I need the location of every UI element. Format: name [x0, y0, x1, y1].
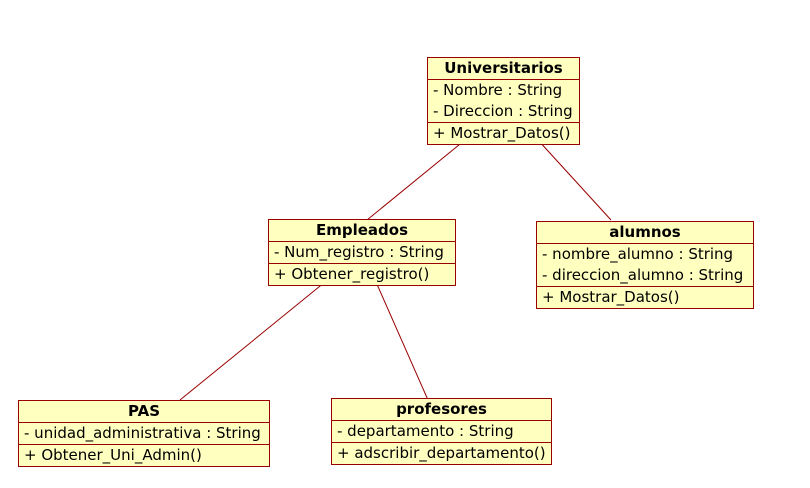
class-name: PAS: [19, 401, 269, 423]
operation: + Mostrar_Datos(): [542, 288, 680, 306]
link-empleados-pas[interactable]: [179, 281, 326, 401]
attributes-compartment: - unidad_administrativa : String: [19, 423, 269, 445]
class-name: profesores: [332, 399, 551, 421]
class-name: Empleados: [269, 220, 455, 242]
link-universitarios-empleados[interactable]: [366, 139, 466, 221]
attribute: - Direccion : String: [433, 102, 573, 120]
operations-compartment: + Obtener_Uni_Admin(): [19, 445, 269, 466]
class-name: Universitarios: [428, 58, 579, 80]
operations-compartment: + Obtener_registro(): [269, 264, 455, 285]
class-profesores[interactable]: profesores - departamento : String + ads…: [331, 398, 552, 465]
attribute: - unidad_administrativa : String: [24, 424, 261, 442]
attributes-compartment: - departamento : String: [332, 421, 551, 443]
operation: + Obtener_Uni_Admin(): [24, 446, 202, 464]
attribute: - Nombre : String: [433, 81, 563, 99]
attributes-compartment: - nombre_alumno : String - direccion_alu…: [537, 244, 753, 287]
attributes-compartment: - Nombre : String - Direccion : String: [428, 80, 579, 123]
attribute: - Num_registro : String: [274, 243, 444, 261]
operation: + adscribir_departamento(): [337, 444, 546, 462]
attribute: - departamento : String: [337, 422, 514, 440]
link-empleados-profesores[interactable]: [375, 281, 429, 401]
operations-compartment: + adscribir_departamento(): [332, 443, 551, 464]
attribute: - nombre_alumno : String: [542, 245, 734, 263]
class-empleados[interactable]: Empleados - Num_registro : String + Obte…: [268, 219, 456, 286]
attribute: - direccion_alumno : String: [542, 266, 744, 284]
class-alumnos[interactable]: alumnos - nombre_alumno : String - direc…: [536, 221, 754, 309]
operations-compartment: + Mostrar_Datos(): [537, 287, 753, 308]
operation: + Mostrar_Datos(): [433, 124, 571, 142]
operation: + Obtener_registro(): [274, 265, 430, 283]
operations-compartment: + Mostrar_Datos(): [428, 123, 579, 144]
attributes-compartment: - Num_registro : String: [269, 242, 455, 264]
class-universitarios[interactable]: Universitarios - Nombre : String - Direc…: [427, 57, 580, 145]
class-pas[interactable]: PAS - unidad_administrativa : String + O…: [18, 400, 270, 467]
link-universitarios-alumnos[interactable]: [537, 139, 612, 221]
class-name: alumnos: [537, 222, 753, 244]
